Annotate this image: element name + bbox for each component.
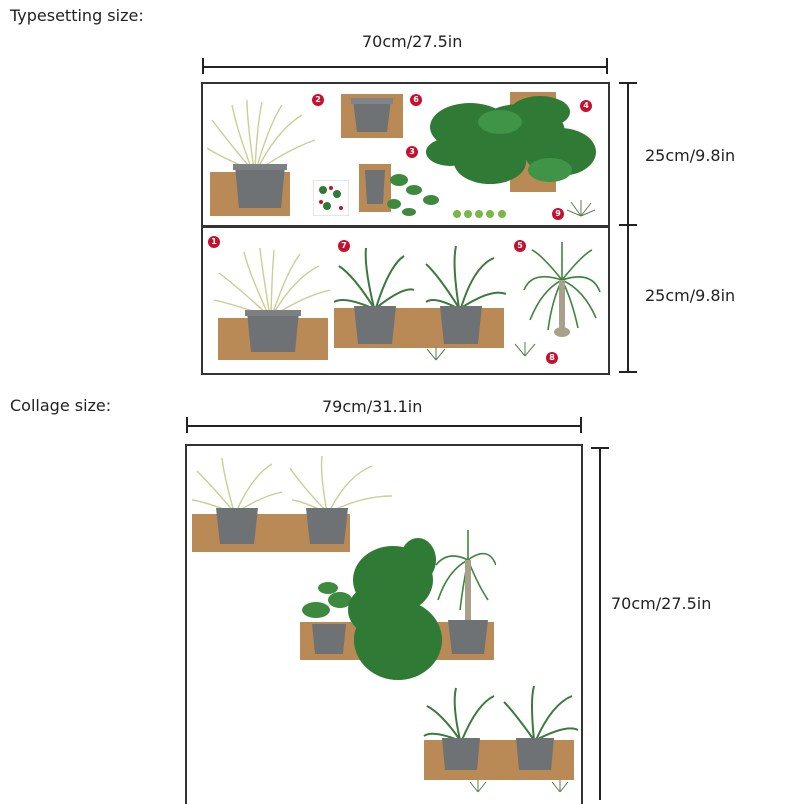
row1-height-cap-bottom [619, 224, 637, 226]
number-badge: 3 [406, 146, 418, 158]
number-badge: 7 [338, 240, 350, 252]
number-badge: 8 [546, 352, 558, 364]
collage-width-cap-right [580, 417, 582, 433]
pothos-plant-image [359, 164, 439, 216]
typesetting-width-label: 70cm/27.5in [362, 32, 463, 51]
collage-spider-plant-shelf-image [423, 685, 578, 793]
monstera-plant-image [426, 92, 596, 192]
typesetting-label: Typesetting size: [10, 6, 144, 25]
small-leaves-image [453, 210, 506, 218]
grass-plant-image [207, 100, 316, 216]
collage-frame [185, 444, 583, 804]
number-badge: 5 [514, 240, 526, 252]
ponytail-palm-image [523, 242, 601, 337]
hanging-pot-image [341, 94, 403, 138]
collage-width-cap-left [186, 417, 188, 433]
collage-height-cap-top [591, 447, 609, 449]
row2-height-cap-bottom [619, 371, 637, 373]
number-badge: 6 [410, 94, 422, 106]
collage-width-line [186, 425, 582, 427]
collage-height-label: 70cm/27.5in [611, 594, 712, 613]
flower-sprig-image [313, 180, 349, 216]
number-badge: 4 [580, 100, 592, 112]
collage-width-label: 79cm/31.1in [322, 397, 423, 416]
collage-monstera-shelf-image [300, 530, 496, 680]
typesetting-width-cap-right [606, 58, 608, 74]
spider-plant-pair-image [334, 246, 506, 348]
row2-height-label: 25cm/9.8in [645, 286, 736, 305]
row1-height-line [627, 82, 629, 225]
collage-grass-shelf-image [192, 456, 392, 552]
grass-plant-large-image [214, 248, 330, 360]
typesetting-width-line [202, 66, 608, 68]
typesetting-width-cap-left [202, 58, 204, 74]
number-badge: 2 [312, 94, 324, 106]
number-badge: 9 [552, 208, 564, 220]
row1-height-label: 25cm/9.8in [645, 146, 736, 165]
row2-height-line [627, 226, 629, 373]
collage-height-line [599, 448, 601, 800]
number-badge: 1 [208, 236, 220, 248]
tiny-grass-image [567, 200, 595, 217]
collage-label: Collage size: [10, 396, 112, 415]
tiny-grass-row2-image [514, 342, 536, 357]
tiny-grass-row2b-image [426, 347, 446, 361]
row1-height-cap-top [619, 82, 637, 84]
